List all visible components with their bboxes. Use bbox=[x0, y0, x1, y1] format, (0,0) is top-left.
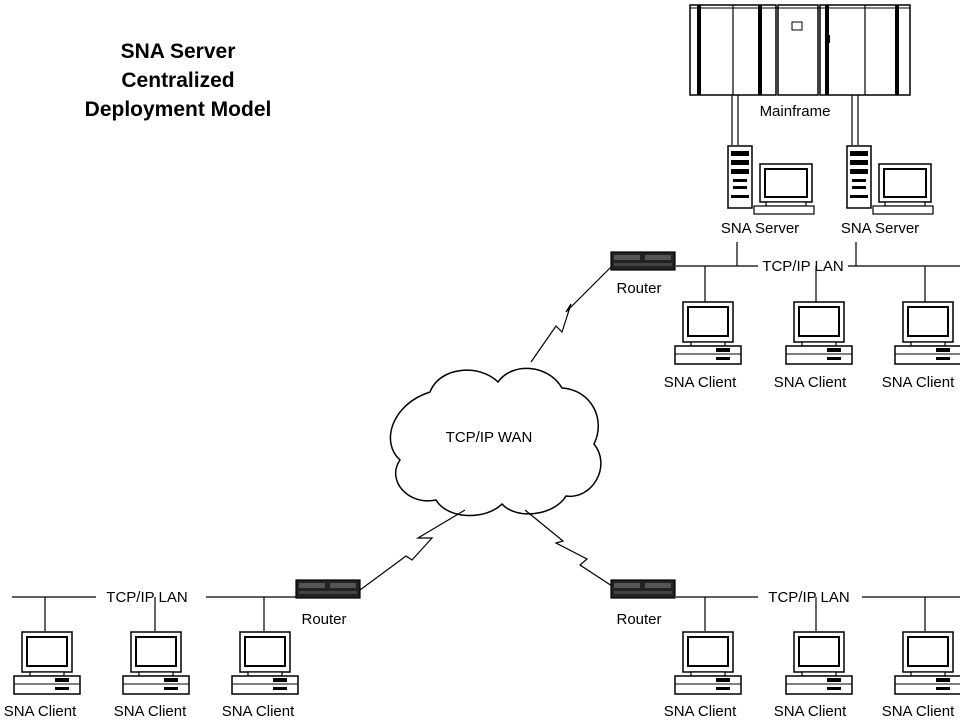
wan-label: TCP/IP WAN bbox=[446, 429, 533, 446]
client-bottom-left-3-label: SNA Client bbox=[222, 703, 295, 720]
router-top-right-label: Router bbox=[616, 280, 661, 297]
mainframe-label: Mainframe bbox=[760, 103, 831, 120]
wan-link-bottom-right bbox=[524, 509, 613, 587]
lan-bottom-left bbox=[12, 596, 296, 631]
client-top-right-2-label: SNA Client bbox=[774, 374, 847, 391]
client-bottom-right-1 bbox=[674, 631, 742, 695]
wan-link-top bbox=[530, 265, 613, 363]
channel-connections bbox=[731, 95, 859, 145]
wan-cloud bbox=[389, 367, 602, 517]
lan-bottom-right-label: TCP/IP LAN bbox=[768, 589, 849, 606]
sna-server-2 bbox=[846, 145, 934, 215]
client-bottom-right-2-label: SNA Client bbox=[774, 703, 847, 720]
client-bottom-left-2 bbox=[122, 631, 190, 695]
sna-server-1-label: SNA Server bbox=[721, 220, 799, 237]
diagram-title: SNA Server Centralized Deployment Model bbox=[85, 40, 272, 121]
lan-top-right bbox=[676, 242, 960, 302]
router-bottom-left-label: Router bbox=[301, 611, 346, 628]
router-bottom-right bbox=[610, 579, 676, 599]
title-line-1: SNA Server bbox=[121, 40, 236, 63]
sna-server-2-label: SNA Server bbox=[841, 220, 919, 237]
lan-bottom-left-label: TCP/IP LAN bbox=[106, 589, 187, 606]
client-top-right-2 bbox=[785, 301, 853, 365]
client-bottom-right-2 bbox=[785, 631, 853, 695]
client-bottom-left-1-label: SNA Client bbox=[4, 703, 77, 720]
client-bottom-left-3 bbox=[231, 631, 299, 695]
client-bottom-left-1 bbox=[13, 631, 81, 695]
client-top-right-1 bbox=[674, 301, 742, 365]
wan-link-bottom-left bbox=[359, 509, 466, 591]
title-line-2: Centralized bbox=[121, 69, 234, 92]
router-bottom-right-label: Router bbox=[616, 611, 661, 628]
title-line-3: Deployment Model bbox=[85, 98, 272, 121]
client-bottom-right-3 bbox=[894, 631, 960, 695]
router-top-right bbox=[610, 251, 676, 271]
client-top-right-1-label: SNA Client bbox=[664, 374, 737, 391]
client-bottom-right-3-label: SNA Client bbox=[882, 703, 955, 720]
client-bottom-right-1-label: SNA Client bbox=[664, 703, 737, 720]
client-top-right-3-label: SNA Client bbox=[882, 374, 955, 391]
router-bottom-left bbox=[295, 579, 361, 599]
client-top-right-3 bbox=[894, 301, 960, 365]
lan-bottom-right bbox=[676, 596, 960, 631]
lan-top-right-label: TCP/IP LAN bbox=[762, 258, 843, 275]
mainframe-icon bbox=[689, 4, 911, 96]
sna-server-1 bbox=[727, 145, 815, 215]
client-bottom-left-2-label: SNA Client bbox=[114, 703, 187, 720]
